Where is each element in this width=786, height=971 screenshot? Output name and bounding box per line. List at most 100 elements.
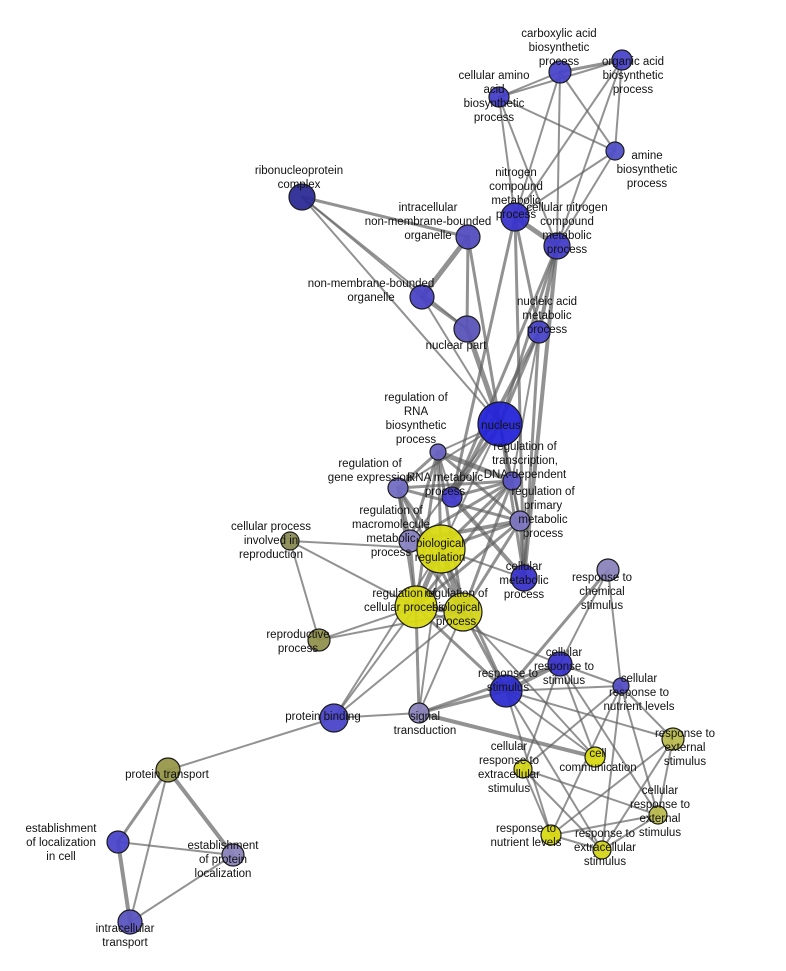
graph-node-carboxylic[interactable]	[548, 60, 572, 84]
graph-node-est_loc_cell[interactable]	[106, 830, 130, 854]
graph-edge	[522, 768, 552, 836]
graph-edge	[333, 606, 417, 719]
graph-edge	[116, 768, 170, 844]
graph-edge	[620, 685, 674, 740]
graph-edge	[419, 234, 471, 300]
graph-node-cell_nitrogen[interactable]	[543, 232, 571, 260]
graph-edge	[417, 662, 562, 715]
graph-edge	[550, 814, 659, 836]
graph-node-nitrogen[interactable]	[500, 202, 530, 232]
graph-edge	[556, 150, 616, 247]
graph-edge	[522, 768, 603, 851]
graph-node-reproductive[interactable]	[307, 628, 331, 652]
graph-edge	[505, 690, 603, 851]
graph-edge	[414, 519, 522, 609]
graph-node-protein_binding[interactable]	[319, 703, 349, 733]
graph-node-ribonucleoprotein[interactable]	[288, 183, 316, 211]
graph-edge	[462, 611, 596, 758]
graph-edge	[498, 96, 516, 218]
graph-node-reg_gene[interactable]	[387, 477, 409, 499]
graph-edge	[418, 548, 442, 714]
graph-edge	[409, 423, 501, 542]
graph-node-resp_external[interactable]	[661, 727, 685, 751]
graph-node-reg_cellular[interactable]	[394, 585, 438, 629]
graph-edge	[559, 569, 609, 665]
graph-edge	[417, 711, 597, 759]
graph-edge	[505, 685, 622, 692]
graph-edge	[601, 814, 659, 851]
graph-edge	[333, 611, 464, 719]
graph-node-cell_amino[interactable]	[488, 86, 510, 108]
graph-node-nuclear_part[interactable]	[453, 315, 481, 343]
graph-edge	[504, 568, 610, 693]
graph-node-resp_chemical[interactable]	[596, 558, 620, 582]
graph-edge	[620, 685, 659, 816]
graph-node-cell_proc_repro[interactable]	[280, 531, 300, 551]
graph-edge	[436, 450, 522, 523]
graph-node-cell_resp_external[interactable]	[648, 805, 668, 825]
graph-node-resp_stim[interactable]	[489, 674, 523, 708]
graph-node-nmb_organelle[interactable]	[409, 284, 435, 310]
graph-edge	[465, 235, 470, 331]
graph-node-intra_nmb[interactable]	[455, 224, 481, 250]
graph-edge	[166, 768, 235, 857]
graph-edge	[522, 330, 541, 580]
graph-edge	[129, 854, 234, 923]
node-label-nuclear_part: nuclear part	[426, 340, 488, 352]
graph-node-cell_resp_stim[interactable]	[547, 651, 573, 677]
graph-node-cell_comm[interactable]	[584, 746, 606, 768]
graph-node-protein_transport[interactable]	[155, 757, 181, 783]
graph-edge	[514, 59, 623, 218]
graph-node-nucleus[interactable]	[477, 401, 523, 447]
graph-edge	[466, 235, 502, 426]
graph-node-signal_transduction[interactable]	[408, 702, 430, 724]
graph-edge	[614, 59, 623, 152]
graph-node-reg_biological[interactable]	[443, 592, 483, 632]
graph-node-cell_metabolic[interactable]	[510, 564, 538, 592]
graph-node-rna_metabolic[interactable]	[441, 486, 463, 508]
graph-node-est_protein_loc[interactable]	[221, 843, 245, 867]
graph-node-intracell_transport[interactable]	[117, 909, 143, 935]
graph-edge	[450, 215, 517, 499]
graph-edge	[116, 840, 132, 924]
graph-node-cell_resp_extracell[interactable]	[513, 759, 533, 779]
graph-node-nucleic_acid[interactable]	[527, 320, 551, 344]
graph-node-cell_resp_nutrient[interactable]	[612, 677, 630, 695]
graph-edge	[498, 96, 558, 247]
graph-edge	[318, 611, 464, 641]
graph-edge	[607, 569, 622, 687]
graph-node-bio_reg[interactable]	[416, 524, 466, 574]
graph-node-resp_nutrient[interactable]	[540, 824, 562, 846]
graph-edge	[514, 150, 616, 218]
graph-node-amine[interactable]	[605, 141, 625, 161]
graph-edge	[559, 663, 596, 758]
graph-node-reg_transcription[interactable]	[502, 471, 522, 491]
graph-node-reg_rna[interactable]	[429, 443, 447, 461]
graph-node-reg_primary[interactable]	[509, 510, 531, 532]
graph-node-resp_extracell[interactable]	[592, 840, 612, 860]
graph-node-organic_acid[interactable]	[611, 49, 633, 71]
graph-edge	[657, 738, 674, 816]
